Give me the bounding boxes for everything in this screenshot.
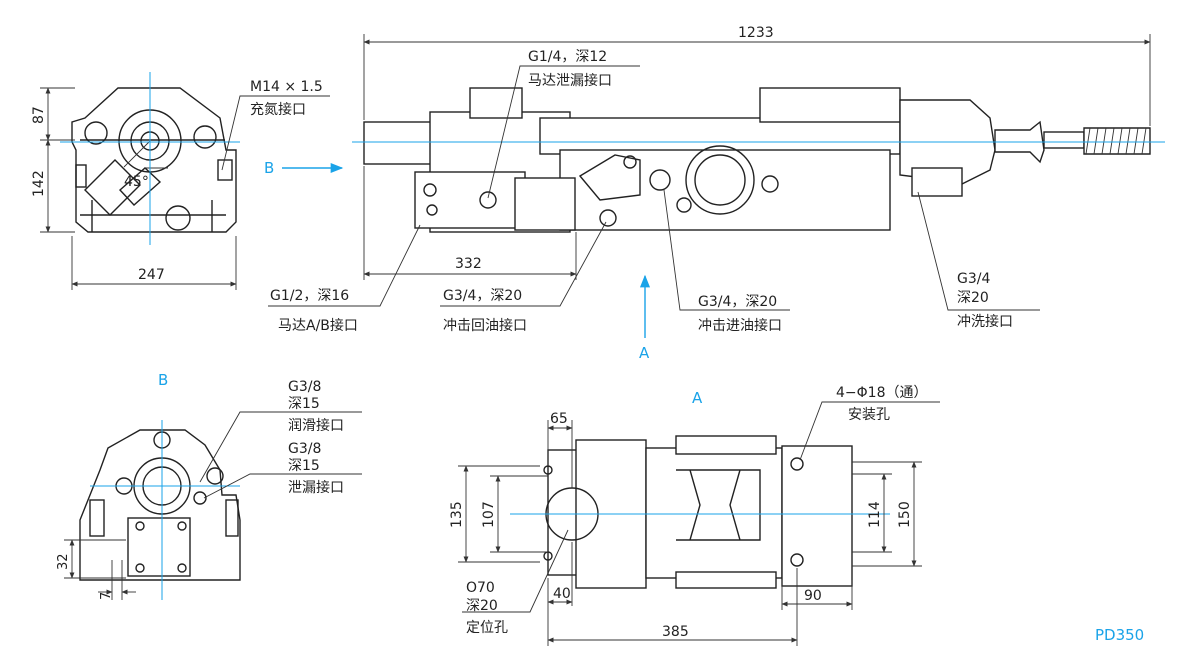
- motor-ab-label: 马达A/B接口: [278, 317, 358, 334]
- dim-87: 87: [31, 106, 47, 124]
- nitrogen-thread: M14 × 1.5: [250, 79, 323, 95]
- lube-thread: G3/8: [288, 379, 321, 395]
- lube-label: 润滑接口: [288, 417, 344, 434]
- motor-leak-label: 马达泄漏接口: [528, 72, 612, 89]
- motor-leak-thread: G1/4，深12: [528, 49, 607, 65]
- b-view-title: B: [158, 371, 168, 389]
- a-arrow-label: A: [639, 344, 650, 362]
- leak-label: 泄漏接口: [288, 479, 344, 496]
- dim-150: 150: [897, 501, 913, 528]
- impact-inlet-label: 冲击进油接口: [698, 317, 782, 334]
- a-view-title: A: [692, 389, 703, 407]
- dim-135: 135: [449, 501, 465, 528]
- leak-depth: 深15: [288, 458, 320, 474]
- dim-7: 7: [99, 592, 114, 600]
- model-label: PD350: [1095, 626, 1144, 644]
- flush-thread: G3/4: [957, 271, 990, 287]
- leak-thread: G3/8: [288, 441, 321, 457]
- b-arrow-label: B: [264, 159, 274, 177]
- dim-385: 385: [662, 624, 689, 640]
- impact-inlet-thread: G3/4，深20: [698, 294, 777, 310]
- lube-depth: 深15: [288, 396, 320, 412]
- flush-label: 冲洗接口: [957, 313, 1013, 330]
- impact-return-thread: G3/4，深20: [443, 288, 522, 304]
- end-view: 45° 87 142 247 M14 × 1.5 充氮接口: [31, 72, 330, 290]
- dim-40: 40: [553, 586, 571, 602]
- motor-ab-thread: G1/2，深16: [270, 288, 349, 304]
- dim-107: 107: [481, 501, 497, 528]
- a-view: A 65 135 107 114 150: [449, 385, 940, 646]
- dim-65: 65: [550, 411, 568, 427]
- locating-label: 定位孔: [466, 620, 508, 636]
- side-view: B 1233 332: [264, 25, 1165, 362]
- mount-hole-spec: 4−Φ18（通）: [836, 385, 927, 401]
- dim-32: 32: [56, 553, 71, 570]
- dim-1233: 1233: [738, 25, 774, 41]
- dim-114: 114: [867, 501, 883, 528]
- dim-247: 247: [138, 267, 165, 283]
- flush-depth: 深20: [957, 290, 989, 306]
- impact-return-label: 冲击回油接口: [443, 317, 527, 334]
- dim-90: 90: [804, 588, 822, 604]
- nitrogen-label: 充氮接口: [250, 101, 306, 118]
- dim-142: 142: [31, 170, 47, 197]
- locating-depth: 深20: [466, 598, 498, 614]
- locating-spec: O70: [466, 580, 495, 596]
- angle-label: 45°: [124, 174, 149, 190]
- dim-332: 332: [455, 256, 482, 272]
- b-view: B G3/8 深15 润滑接口 G3/8 深15 泄漏接口 32: [56, 371, 362, 600]
- mount-hole-label: 安装孔: [848, 407, 890, 423]
